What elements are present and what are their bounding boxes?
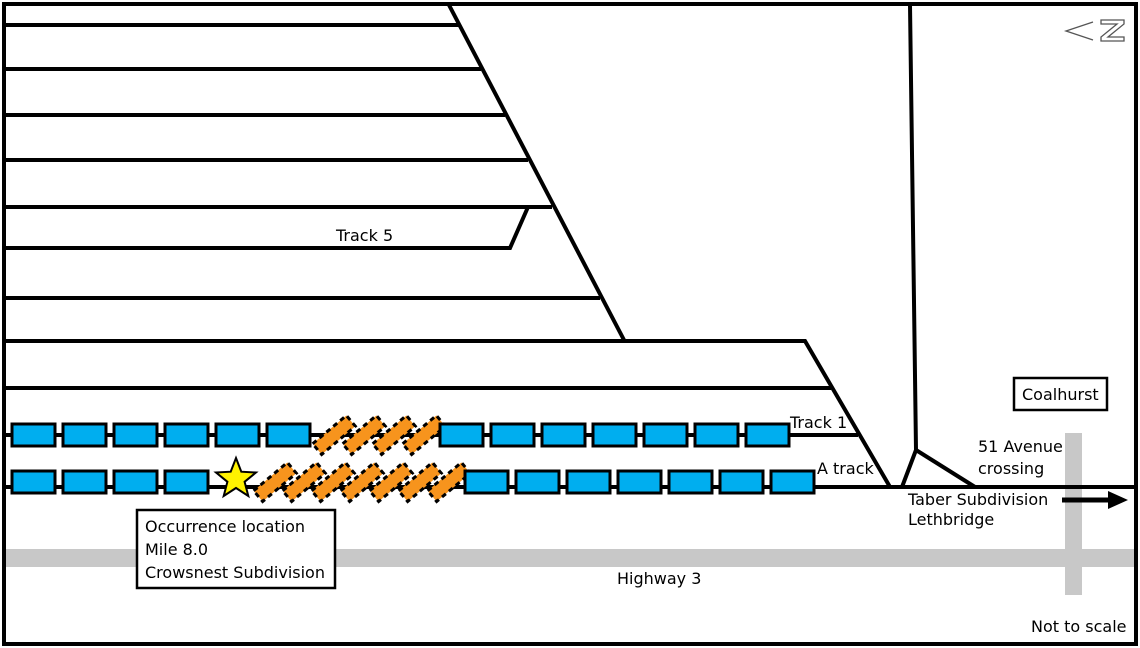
derailed-car (251, 460, 299, 504)
railcars (10, 413, 816, 504)
railcar (693, 422, 740, 448)
derailed-car (370, 413, 418, 457)
highway-3-label: Highway 3 (617, 569, 701, 588)
railcar (718, 469, 765, 495)
yard-lead-diagonal (447, 4, 626, 341)
yard-tracks (5, 4, 1136, 489)
track-1-label: Track 1 (789, 413, 847, 432)
railcar (514, 469, 561, 495)
derailed-car (340, 413, 388, 457)
occurrence-location-label: Occurrence location (145, 517, 305, 536)
derailed-car (310, 413, 358, 457)
lethbridge-label: Lethbridge (908, 510, 994, 529)
coalhurst-road (1065, 433, 1082, 595)
derailed-car (280, 460, 328, 504)
track-5 (5, 206, 530, 250)
railcar (769, 469, 816, 495)
railcar (540, 422, 587, 448)
north-arrow-icon (1063, 19, 1125, 42)
railcar (565, 469, 612, 495)
51-avenue-road-branch (914, 448, 977, 489)
a-track-label: A track (817, 459, 874, 478)
derailed-car (309, 460, 357, 504)
derailed-car (396, 460, 444, 504)
derailed-car (425, 460, 473, 504)
railcar (463, 469, 510, 495)
derailed-car (400, 413, 448, 457)
51-avenue-road (900, 4, 919, 488)
railcar (163, 469, 210, 495)
railcar (667, 469, 714, 495)
railcar (214, 422, 261, 448)
occurrence-box (135, 508, 337, 590)
railcar (10, 469, 57, 495)
railcar (112, 469, 159, 495)
track-5-label: Track 5 (335, 226, 393, 245)
not-to-scale-label: Not to scale (1031, 617, 1127, 636)
subdivision-label: Crowsnest Subdivision (145, 563, 325, 582)
derailed-car (367, 460, 415, 504)
railcar (163, 422, 210, 448)
railcar (744, 422, 791, 448)
crossing-label: crossing (978, 459, 1044, 478)
taber-subdivision-label: Taber Subdivision (907, 490, 1048, 509)
arrow-right-icon (1062, 491, 1128, 509)
railcar (265, 422, 312, 448)
railcar (489, 422, 536, 448)
railcar (61, 469, 108, 495)
derailed-car (338, 460, 386, 504)
railcar (616, 469, 663, 495)
railcar (591, 422, 638, 448)
yard-track (5, 339, 892, 489)
occurrence-star-icon (213, 455, 259, 499)
coalhurst-box (1012, 376, 1109, 412)
mile-label: Mile 8.0 (145, 540, 208, 559)
railcar (61, 422, 108, 448)
51-avenue-label: 51 Avenue (978, 437, 1063, 456)
railcar (438, 422, 485, 448)
coalhurst-label: Coalhurst (1022, 385, 1099, 404)
railcar (10, 422, 57, 448)
railcar (642, 422, 689, 448)
railcar (112, 422, 159, 448)
